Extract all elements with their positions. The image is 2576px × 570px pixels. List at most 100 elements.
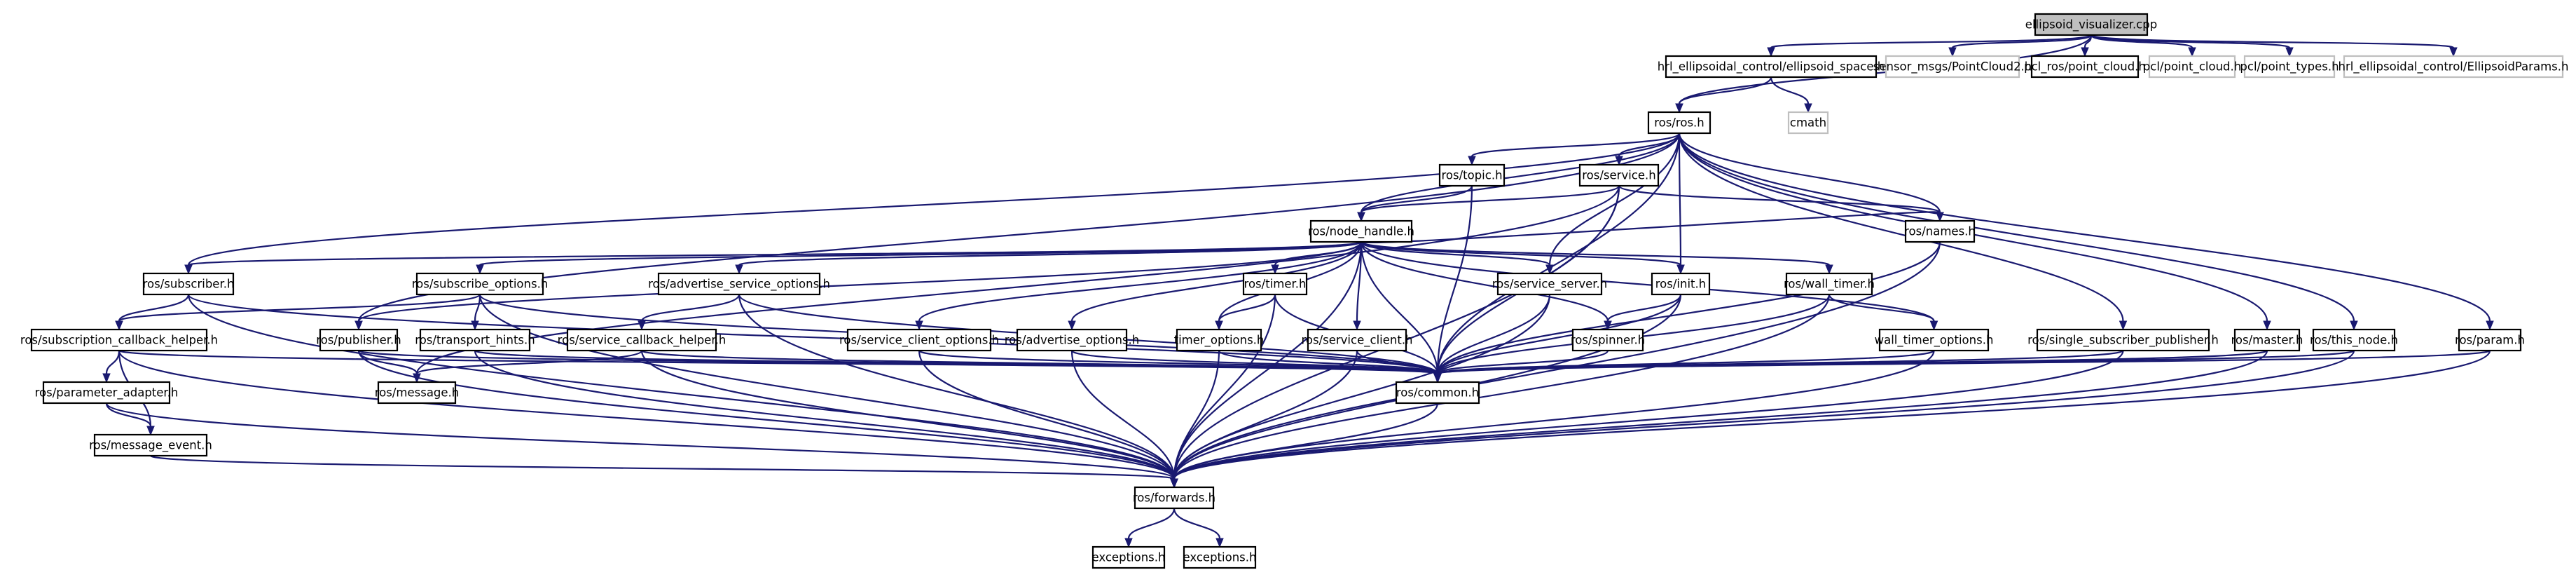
- node-box: [1438, 163, 1506, 187]
- edge-ellipsoid-visualizer-to-sensor-pointcloud2-arrowhead: [1948, 47, 1957, 57]
- node-ros-parameter-adapter[interactable]: ros/parameter_adapter.h: [35, 381, 179, 405]
- edge-ros-node-handle-to-ros-names-arrowhead: [1936, 212, 1944, 222]
- node-ros-service-client-options[interactable]: ros/service_client_options.h: [839, 328, 999, 352]
- edge-ros-spinner-to-ros-common: [1436, 350, 1609, 375]
- node-ros-subscription-callback-helper[interactable]: ros/subscription_callback_helper.h: [20, 328, 218, 352]
- node-ros-service[interactable]: ros/service.h: [1578, 163, 1660, 187]
- edge-ros-node-handle-to-ros-advertise-service-options: [738, 240, 1363, 266]
- node-ros-transport-hints[interactable]: ros/transport_hints.h: [415, 328, 535, 352]
- node-ros-forwards[interactable]: ros/forwards.h: [1133, 486, 1215, 510]
- node-ros-advertise-service-options[interactable]: ros/advertise_service_options.h: [648, 272, 830, 296]
- edge-ros-ros-to-ros-topic: [1470, 132, 1681, 158]
- edge-ros-service-to-ros-node-handle-arrowhead: [1357, 212, 1365, 222]
- node-ros-publisher[interactable]: ros/publisher.h: [316, 328, 401, 352]
- node-label: ros/service_client.h: [1301, 334, 1412, 348]
- node-sensor-pointcloud2[interactable]: sensor_msgs/PointCloud2.h: [1873, 55, 2032, 79]
- node-ellipsoid-visualizer[interactable]: ellipsoid_visualizer.cpp: [2025, 13, 2157, 36]
- node-ros-single-subscriber-publisher[interactable]: ros/single_subscriber_publisher.h: [2027, 328, 2219, 352]
- node-label: ros/wall_timer.h: [1784, 278, 1875, 292]
- edge-ros-ros-to-ros-service-server: [1548, 133, 1681, 266]
- edge-ros-subscribe-options-to-ros-subscription-callback-helper-arrowhead: [115, 320, 123, 331]
- edge-ros-node-handle-to-ros-forwards: [1173, 241, 1363, 480]
- node-box: [2243, 55, 2336, 79]
- node-exceptions-1[interactable]: exceptions.h: [1091, 545, 1166, 569]
- node-label: ros/parameter_adapter.h: [35, 386, 179, 400]
- edge-ros-advertise-service-options-to-ros-service-callback-helper-arrowhead: [638, 320, 646, 331]
- node-pcl-point-cloud[interactable]: pcl/point_cloud.h: [2143, 55, 2241, 79]
- node-box: [319, 328, 399, 352]
- node-ros-subscribe-options[interactable]: ros/subscribe_options.h: [412, 272, 549, 296]
- node-ros-node-handle[interactable]: ros/node_handle.h: [1308, 219, 1414, 243]
- node-exceptions-2[interactable]: exceptions.h: [1183, 545, 1257, 569]
- edge-ros-ros-to-ros-param: [1678, 133, 2491, 322]
- node-ros-init[interactable]: ros/init.h: [1651, 272, 1711, 296]
- edge-ros-init-to-ros-spinner-arrowhead: [1604, 320, 1612, 331]
- node-ros-service-client[interactable]: ros/service_client.h: [1301, 328, 1413, 352]
- node-label: ros/message_event.h: [89, 439, 212, 453]
- node-ros-message-event[interactable]: ros/message_event.h: [89, 433, 212, 457]
- node-ros-service-server[interactable]: ros/service_server.h: [1492, 272, 1607, 296]
- node-box: [1091, 545, 1166, 569]
- edge-ros-service-callback-helper-to-ros-message-arrowhead: [413, 373, 421, 384]
- node-ros-subscriber[interactable]: ros/subscriber.h: [143, 272, 235, 296]
- edge-ros-message-event-to-ros-forwards: [149, 454, 1176, 480]
- node-label: ros/this_node.h: [2310, 334, 2398, 348]
- edge-ros-ros-to-ros-this-node-arrowhead: [2350, 320, 2358, 331]
- node-box: [2458, 328, 2522, 352]
- node-ros-master[interactable]: ros/master.h: [2231, 328, 2303, 352]
- edge-ellipsoid-visualizer-to-sensor-pointcloud2: [1951, 34, 2093, 49]
- node-hrl-ellipsoid-space[interactable]: hrl_ellipsoidal_control/ellipsoid_space.…: [1658, 55, 1885, 79]
- node-ros-service-callback-helper[interactable]: ros/service_callback_helper.h: [558, 328, 726, 352]
- node-box: [1016, 328, 1128, 352]
- node-ros-wall-timer[interactable]: ros/wall_timer.h: [1784, 272, 1875, 296]
- node-box: [1242, 272, 1308, 296]
- node-label: ros/forwards.h: [1133, 491, 1215, 505]
- node-ros-spinner[interactable]: ros/spinner.h: [1571, 328, 1645, 352]
- node-label: ros/service_callback_helper.h: [558, 334, 726, 348]
- edge-ros-service-callback-helper-to-ros-message: [415, 349, 643, 375]
- edge-ellipsoid-visualizer-to-pcl-point-cloud-arrowhead: [2188, 47, 2196, 57]
- node-ellipsoid-params[interactable]: hrl_ellipsoidal_control/EllipsoidParams.…: [2339, 55, 2569, 79]
- node-box: [1571, 328, 1644, 352]
- node-ros-ros[interactable]: ros/ros.h: [1647, 111, 1711, 135]
- edge-ros-node-handle-to-ros-service-client-arrowhead: [1353, 320, 1361, 331]
- node-box: [2034, 13, 2149, 36]
- node-box: [2233, 328, 2301, 352]
- node-cmath[interactable]: cmath: [1787, 111, 1829, 135]
- nodes-layer: ellipsoid_visualizer.cpp hrl_ellipsoidal_…: [20, 13, 2569, 569]
- node-ros-this-node[interactable]: ros/this_node.h: [2310, 328, 2398, 352]
- node-box: [2148, 55, 2236, 79]
- node-ros-message[interactable]: ros/message.h: [375, 381, 460, 405]
- node-box: [30, 328, 208, 352]
- edge-ros-advertise-options-to-ros-common: [1070, 349, 1439, 375]
- edge-ros-advertise-options-to-ros-forwards: [1070, 350, 1176, 480]
- node-label: ros/advertise_service_options.h: [648, 278, 830, 292]
- edge-ros-advertise-service-options-to-ros-service-callback-helper: [640, 294, 741, 322]
- edge-ros-service-client-to-ros-forwards: [1173, 350, 1358, 480]
- node-box: [1395, 381, 1480, 405]
- edge-ros-common-to-ros-forwards-arrowhead: [1170, 478, 1178, 489]
- node-timer-options[interactable]: timer_options.h: [1174, 328, 1265, 352]
- node-ros-names[interactable]: ros/names.h: [1904, 219, 1976, 243]
- node-label: pcl/point_types.h: [2240, 60, 2339, 74]
- node-label: ros/subscribe_options.h: [412, 278, 549, 292]
- node-ros-topic[interactable]: ros/topic.h: [1438, 163, 1506, 187]
- node-box: [2030, 55, 2140, 79]
- edge-ros-ros-to-ros-subscriber: [187, 133, 1681, 266]
- node-ros-timer[interactable]: ros/timer.h: [1242, 272, 1308, 296]
- node-ros-advertise-options[interactable]: ros/advertise_options.h: [1005, 328, 1139, 352]
- node-wall-timer-options[interactable]: wall_timer_options.h: [1875, 328, 1994, 352]
- edge-ros-node-handle-to-ros-subscriber: [187, 240, 1363, 266]
- edge-ros-service-callback-helper-to-ros-common: [640, 349, 1439, 375]
- node-ros-common[interactable]: ros/common.h: [1395, 381, 1480, 405]
- edge-ros-ros-to-ros-publisher: [357, 133, 1681, 322]
- node-pcl-ros-point-cloud[interactable]: pcl_ros/point_cloud.h: [2024, 55, 2146, 79]
- node-ros-param[interactable]: ros/param.h: [2455, 328, 2525, 352]
- node-label: ros/message.h: [375, 386, 460, 400]
- node-box: [1134, 486, 1215, 510]
- edge-ros-node-handle-to-ros-subscribe-options: [478, 240, 1363, 266]
- node-label: exceptions.h: [1183, 551, 1257, 564]
- node-pcl-point-types[interactable]: pcl/point_types.h: [2240, 55, 2339, 79]
- node-label: ros/init.h: [1655, 278, 1706, 291]
